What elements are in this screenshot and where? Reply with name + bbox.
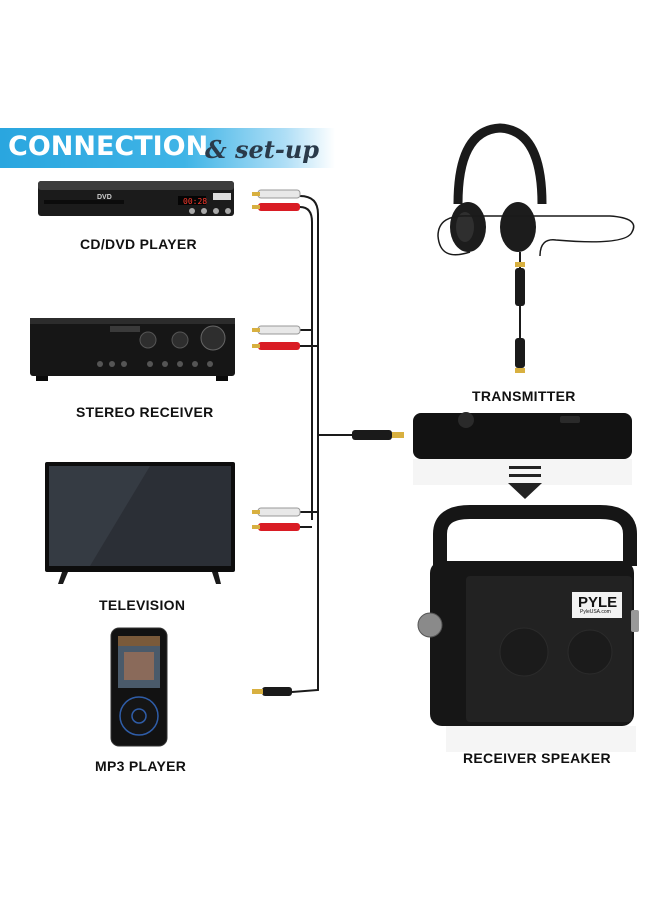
receiver-speaker	[417, 505, 639, 752]
television	[45, 462, 235, 584]
label-transmitter: TRANSMITTER	[472, 388, 576, 404]
headphones	[437, 123, 635, 373]
rca-plugs-receiver	[252, 325, 301, 350]
title-banner	[0, 128, 335, 168]
double-down-arrow-icon	[508, 466, 542, 499]
label-mp3-player: MP3 PLAYER	[95, 758, 187, 774]
cable-trunk	[291, 195, 352, 693]
speaker-brand-logo: PYLE	[578, 594, 618, 611]
banner-title-main: CONNECTION	[8, 131, 209, 162]
speaker-brand-site: PyleUSA.com	[580, 609, 611, 615]
rca-plugs-dvd	[252, 189, 301, 211]
transmitter-jack	[352, 430, 404, 440]
transmitter	[413, 412, 632, 485]
mp3-jack	[252, 687, 292, 696]
mp3-player	[110, 627, 168, 747]
label-receiver-speaker: RECEIVER SPEAKER	[463, 750, 611, 766]
label-television: TELEVISION	[99, 597, 186, 613]
stereo-receiver	[30, 318, 235, 381]
label-cd-dvd-player: CD/DVD PLAYER	[80, 236, 197, 252]
rca-plugs-tv	[252, 507, 301, 531]
dvd-player	[38, 181, 234, 216]
banner-title-rest: & set-up	[205, 135, 320, 164]
dvd-display-readout: 00:28	[183, 197, 208, 206]
label-stereo-receiver: STEREO RECEIVER	[76, 404, 214, 420]
dvd-logo: DVD	[97, 194, 112, 201]
